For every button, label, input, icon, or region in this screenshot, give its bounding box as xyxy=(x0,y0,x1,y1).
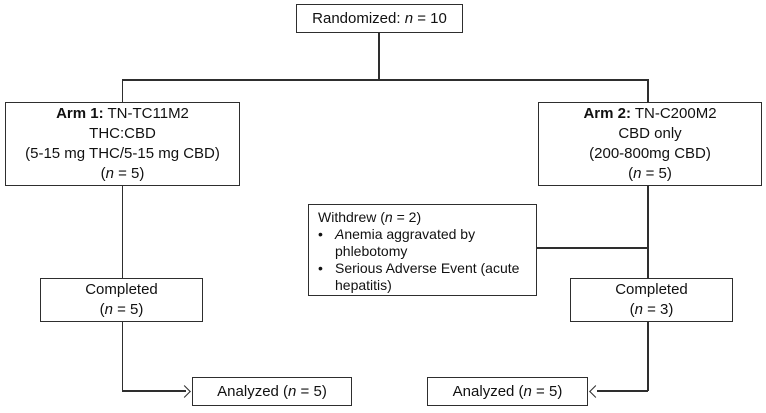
connector-split-horizontal xyxy=(121,79,649,81)
analyzed-arm1-label: Analyzed (n = 5) xyxy=(217,382,327,400)
bullet-icon: • xyxy=(318,260,323,276)
withdrew-box: Withdrew (n = 2) • Anemia aggravated by … xyxy=(308,204,537,296)
completed-arm1-line-2: (n = 5) xyxy=(99,301,144,318)
randomized-box: Randomized: n = 10 xyxy=(296,4,463,33)
connector-withdrew-to-arm2-line xyxy=(536,247,648,249)
completed-arm1-box: Completed (n = 5) xyxy=(40,278,203,322)
connector-to-analyzed2 xyxy=(597,390,648,392)
arm2-line-4: (n = 5) xyxy=(628,165,672,182)
arrowhead-left-icon xyxy=(589,384,602,398)
arm1-line-3: (5-15 mg THC/5-15 mg CBD) xyxy=(25,145,220,162)
analyzed-arm1-box: Analyzed (n = 5) xyxy=(192,377,352,406)
withdrew-bullet-1-text: Anemia aggravated by phlebotomy xyxy=(335,226,476,259)
connector-to-analyzed1 xyxy=(121,390,186,392)
withdrew-bullet-2: • Serious Adverse Event (acute hepatitis… xyxy=(318,260,530,294)
randomized-label: Randomized: n = 10 xyxy=(312,9,447,27)
arrowhead-right-icon xyxy=(178,384,191,398)
connector-completed1-down xyxy=(121,322,123,391)
withdrew-bullet-1: • Anemia aggravated by phlebotomy xyxy=(318,226,530,260)
analyzed-arm2-label: Analyzed (n = 5) xyxy=(452,382,563,400)
bullet-icon: • xyxy=(318,226,323,242)
connector-completed2-down xyxy=(647,322,649,391)
connector-into-arm1 xyxy=(121,79,123,103)
completed-arm2-line-2: (n = 3) xyxy=(629,301,674,318)
connector-arm1-to-completed xyxy=(121,185,123,278)
arm2-line-3: (200-800mg CBD) xyxy=(589,145,711,162)
completed-arm2-box: Completed (n = 3) xyxy=(570,278,733,322)
connector-randomized-down xyxy=(378,32,380,80)
withdrew-bullet-2-text: Serious Adverse Event (acute hepatitis) xyxy=(335,260,520,293)
arm2-line-1: Arm 2: TN-C200M2 xyxy=(583,105,717,122)
arm2-line-2: CBD only xyxy=(618,125,682,142)
completed-arm2-line-1: Completed xyxy=(615,281,688,298)
completed-arm1-line-1: Completed xyxy=(85,281,158,298)
connector-arm2-to-completed xyxy=(647,185,649,278)
arm1-line-2: THC:CBD xyxy=(89,125,156,142)
arm2-box: Arm 2: TN-C200M2 CBD only (200-800mg CBD… xyxy=(538,102,762,186)
withdrew-title: Withdrew (n = 2) xyxy=(318,209,422,225)
connector-into-arm2 xyxy=(647,79,649,103)
analyzed-arm2-box: Analyzed (n = 5) xyxy=(427,377,588,406)
arm1-box: Arm 1: TN-TC11M2 THC:CBD (5-15 mg THC/5-… xyxy=(5,102,240,186)
arm1-line-1: Arm 1: TN-TC11M2 xyxy=(56,105,189,122)
arm1-line-4: (n = 5) xyxy=(100,165,145,182)
